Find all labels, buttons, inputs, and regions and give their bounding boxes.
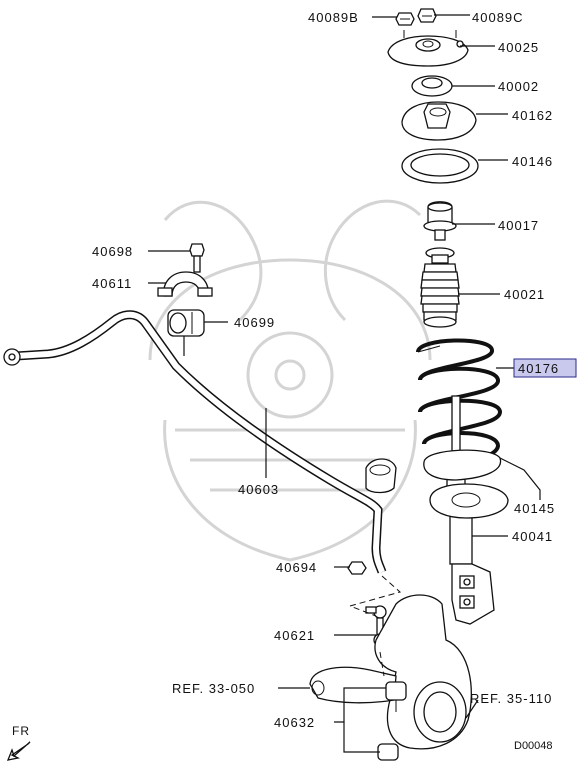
nut-40089b[interactable] (395, 12, 415, 26)
watermark-emblem (148, 199, 432, 562)
strut-mount-40025[interactable] (387, 30, 469, 67)
callout-40041[interactable]: 40041 (512, 529, 553, 544)
steering-knuckle (309, 594, 472, 750)
bracket-40611[interactable] (157, 271, 213, 297)
callout-40089b[interactable]: 40089B (308, 10, 359, 25)
front-direction-indicator: FR (6, 724, 31, 761)
ref-33-050[interactable]: REF. 33-050 (172, 681, 255, 696)
callout-40089c[interactable]: 40089C (472, 10, 524, 25)
callout-40145[interactable]: 40145 (514, 501, 555, 516)
callout-40699[interactable]: 40699 (234, 315, 275, 330)
callout-40611[interactable]: 40611 (92, 276, 132, 291)
callout-40694[interactable]: 40694 (276, 560, 317, 575)
callout-40603[interactable]: 40603 (238, 482, 279, 497)
nut-40089c[interactable] (417, 8, 437, 23)
spring-seat-lower-40145[interactable] (423, 449, 509, 519)
nut-40694[interactable] (347, 561, 367, 575)
callout-40146[interactable]: 40146 (512, 154, 553, 169)
callout-40176-highlight[interactable]: 40176 (513, 358, 577, 378)
fr-label: FR (12, 724, 30, 738)
callout-40698[interactable]: 40698 (92, 244, 133, 259)
highlight-box (513, 358, 577, 378)
callout-40021[interactable]: 40021 (504, 287, 545, 302)
callout-40162[interactable]: 40162 (512, 108, 553, 123)
callout-40002[interactable]: 40002 (498, 79, 539, 94)
stabilizer-bar-40603[interactable] (3, 310, 397, 574)
strut-assembly (387, 8, 509, 625)
diagram-code: D00048 (514, 740, 553, 752)
ref-35-110[interactable]: REF. 35-110 (470, 691, 552, 706)
spring-seat-upper-40162[interactable] (401, 101, 477, 141)
fr-arrow-icon (6, 741, 31, 761)
spring-pad-40146[interactable] (401, 148, 479, 184)
leader-lines (148, 14, 541, 753)
bump-stopper-40017[interactable] (423, 201, 457, 241)
callout-40017[interactable]: 40017 (498, 218, 539, 233)
callout-40176[interactable]: 40176 (518, 361, 559, 376)
dust-cover-40021[interactable] (420, 247, 460, 328)
callout-40025[interactable]: 40025 (498, 40, 539, 55)
bolt-40698[interactable] (189, 243, 205, 273)
assembly-guides (348, 575, 402, 677)
callout-40621[interactable]: 40621 (274, 628, 315, 643)
bearing-40002[interactable] (411, 75, 453, 97)
callouts: 40089B 40089C 40025 40002 40162 40146 40… (92, 10, 577, 730)
bushing-40699[interactable] (167, 309, 205, 337)
callout-40632[interactable]: 40632 (274, 715, 315, 730)
